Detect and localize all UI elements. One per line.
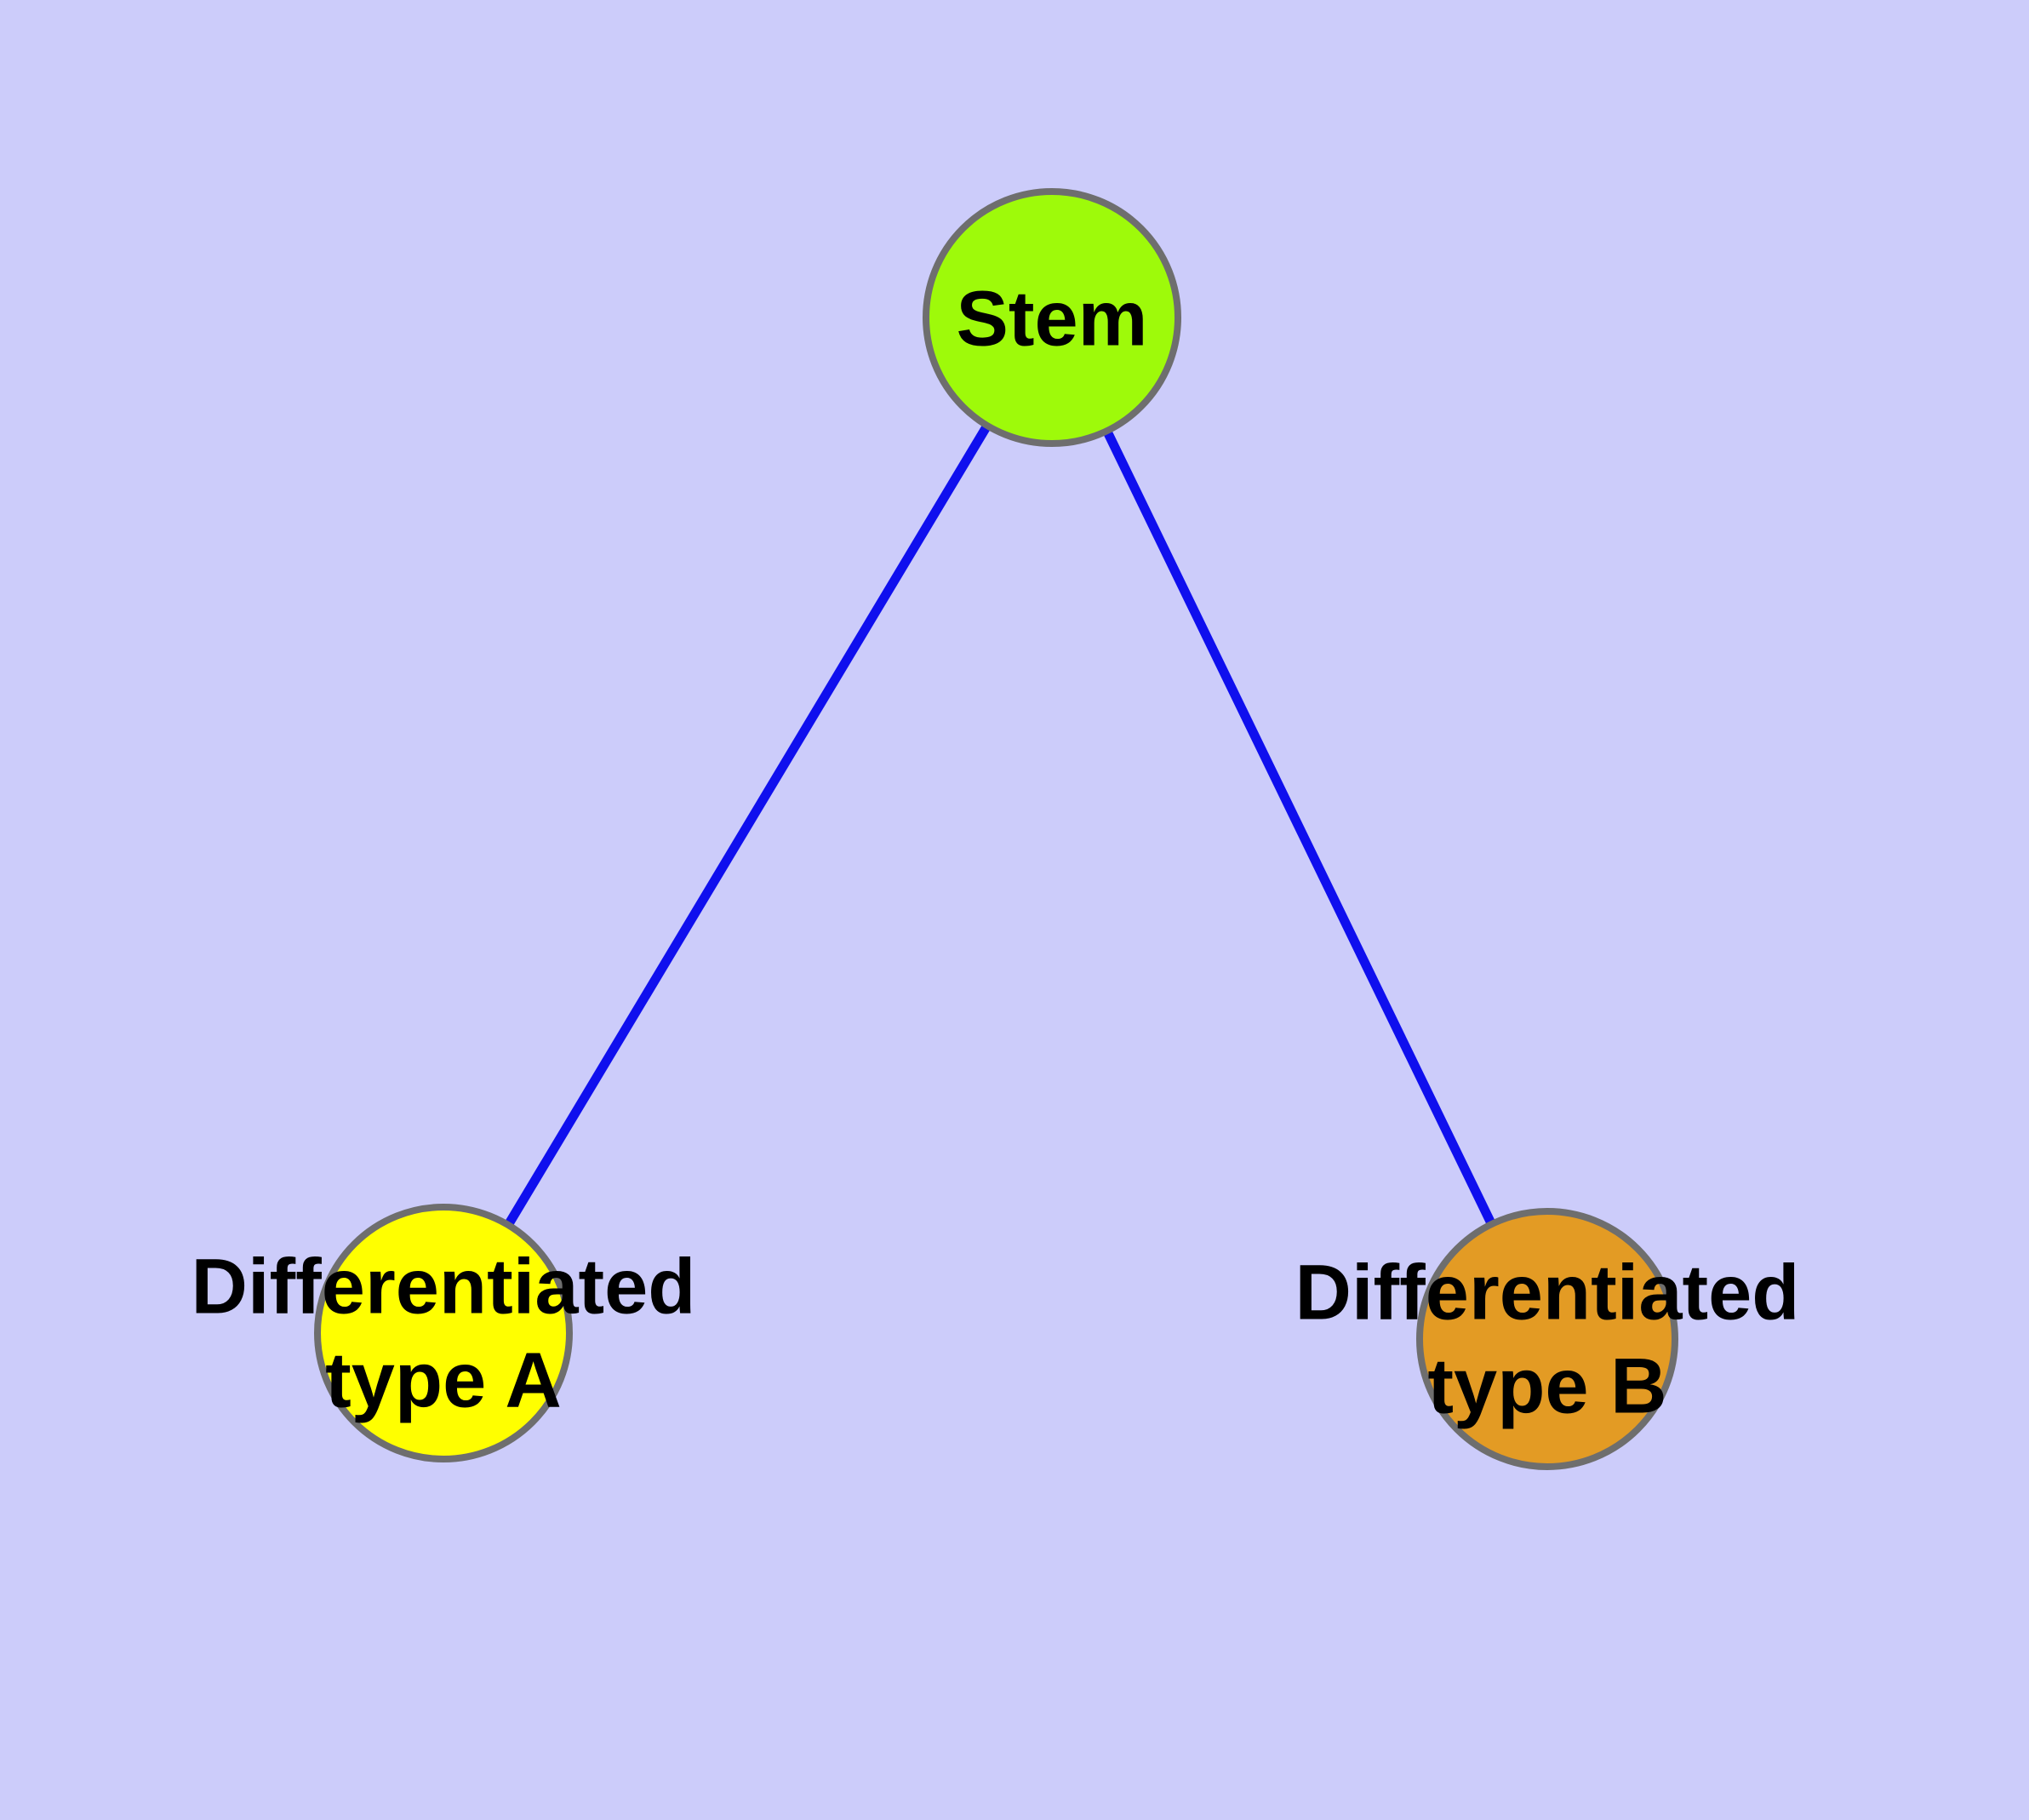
node-differentiated-type-b-circle[interactable] <box>1416 1208 1678 1470</box>
node-differentiated-type-b[interactable] <box>1416 1208 1678 1470</box>
edge-stem-to-differentiated-type-b[interactable] <box>1048 315 1552 1342</box>
labels-layer: Stem Differentiated type A Differentiate… <box>191 275 1800 1429</box>
node-differentiated-type-b-label-line-2: type B <box>1427 1342 1666 1429</box>
node-stem-label-line-1: Stem <box>957 275 1148 362</box>
node-differentiated-type-a-label-line-1: Differentiated <box>191 1243 696 1330</box>
node-differentiated-type-a-label-line-2: type A <box>325 1336 562 1423</box>
node-differentiated-type-b-label-line-1: Differentiated <box>1295 1249 1800 1336</box>
node-differentiated-type-a[interactable] <box>314 1204 573 1462</box>
edges-layer <box>439 315 1552 1342</box>
node-stem-circle[interactable] <box>923 188 1181 447</box>
node-differentiated-type-a-circle[interactable] <box>314 1204 573 1462</box>
nodes-layer <box>314 188 1678 1470</box>
node-stem[interactable] <box>923 188 1181 447</box>
edge-stem-to-differentiated-type-a[interactable] <box>439 315 1056 1336</box>
